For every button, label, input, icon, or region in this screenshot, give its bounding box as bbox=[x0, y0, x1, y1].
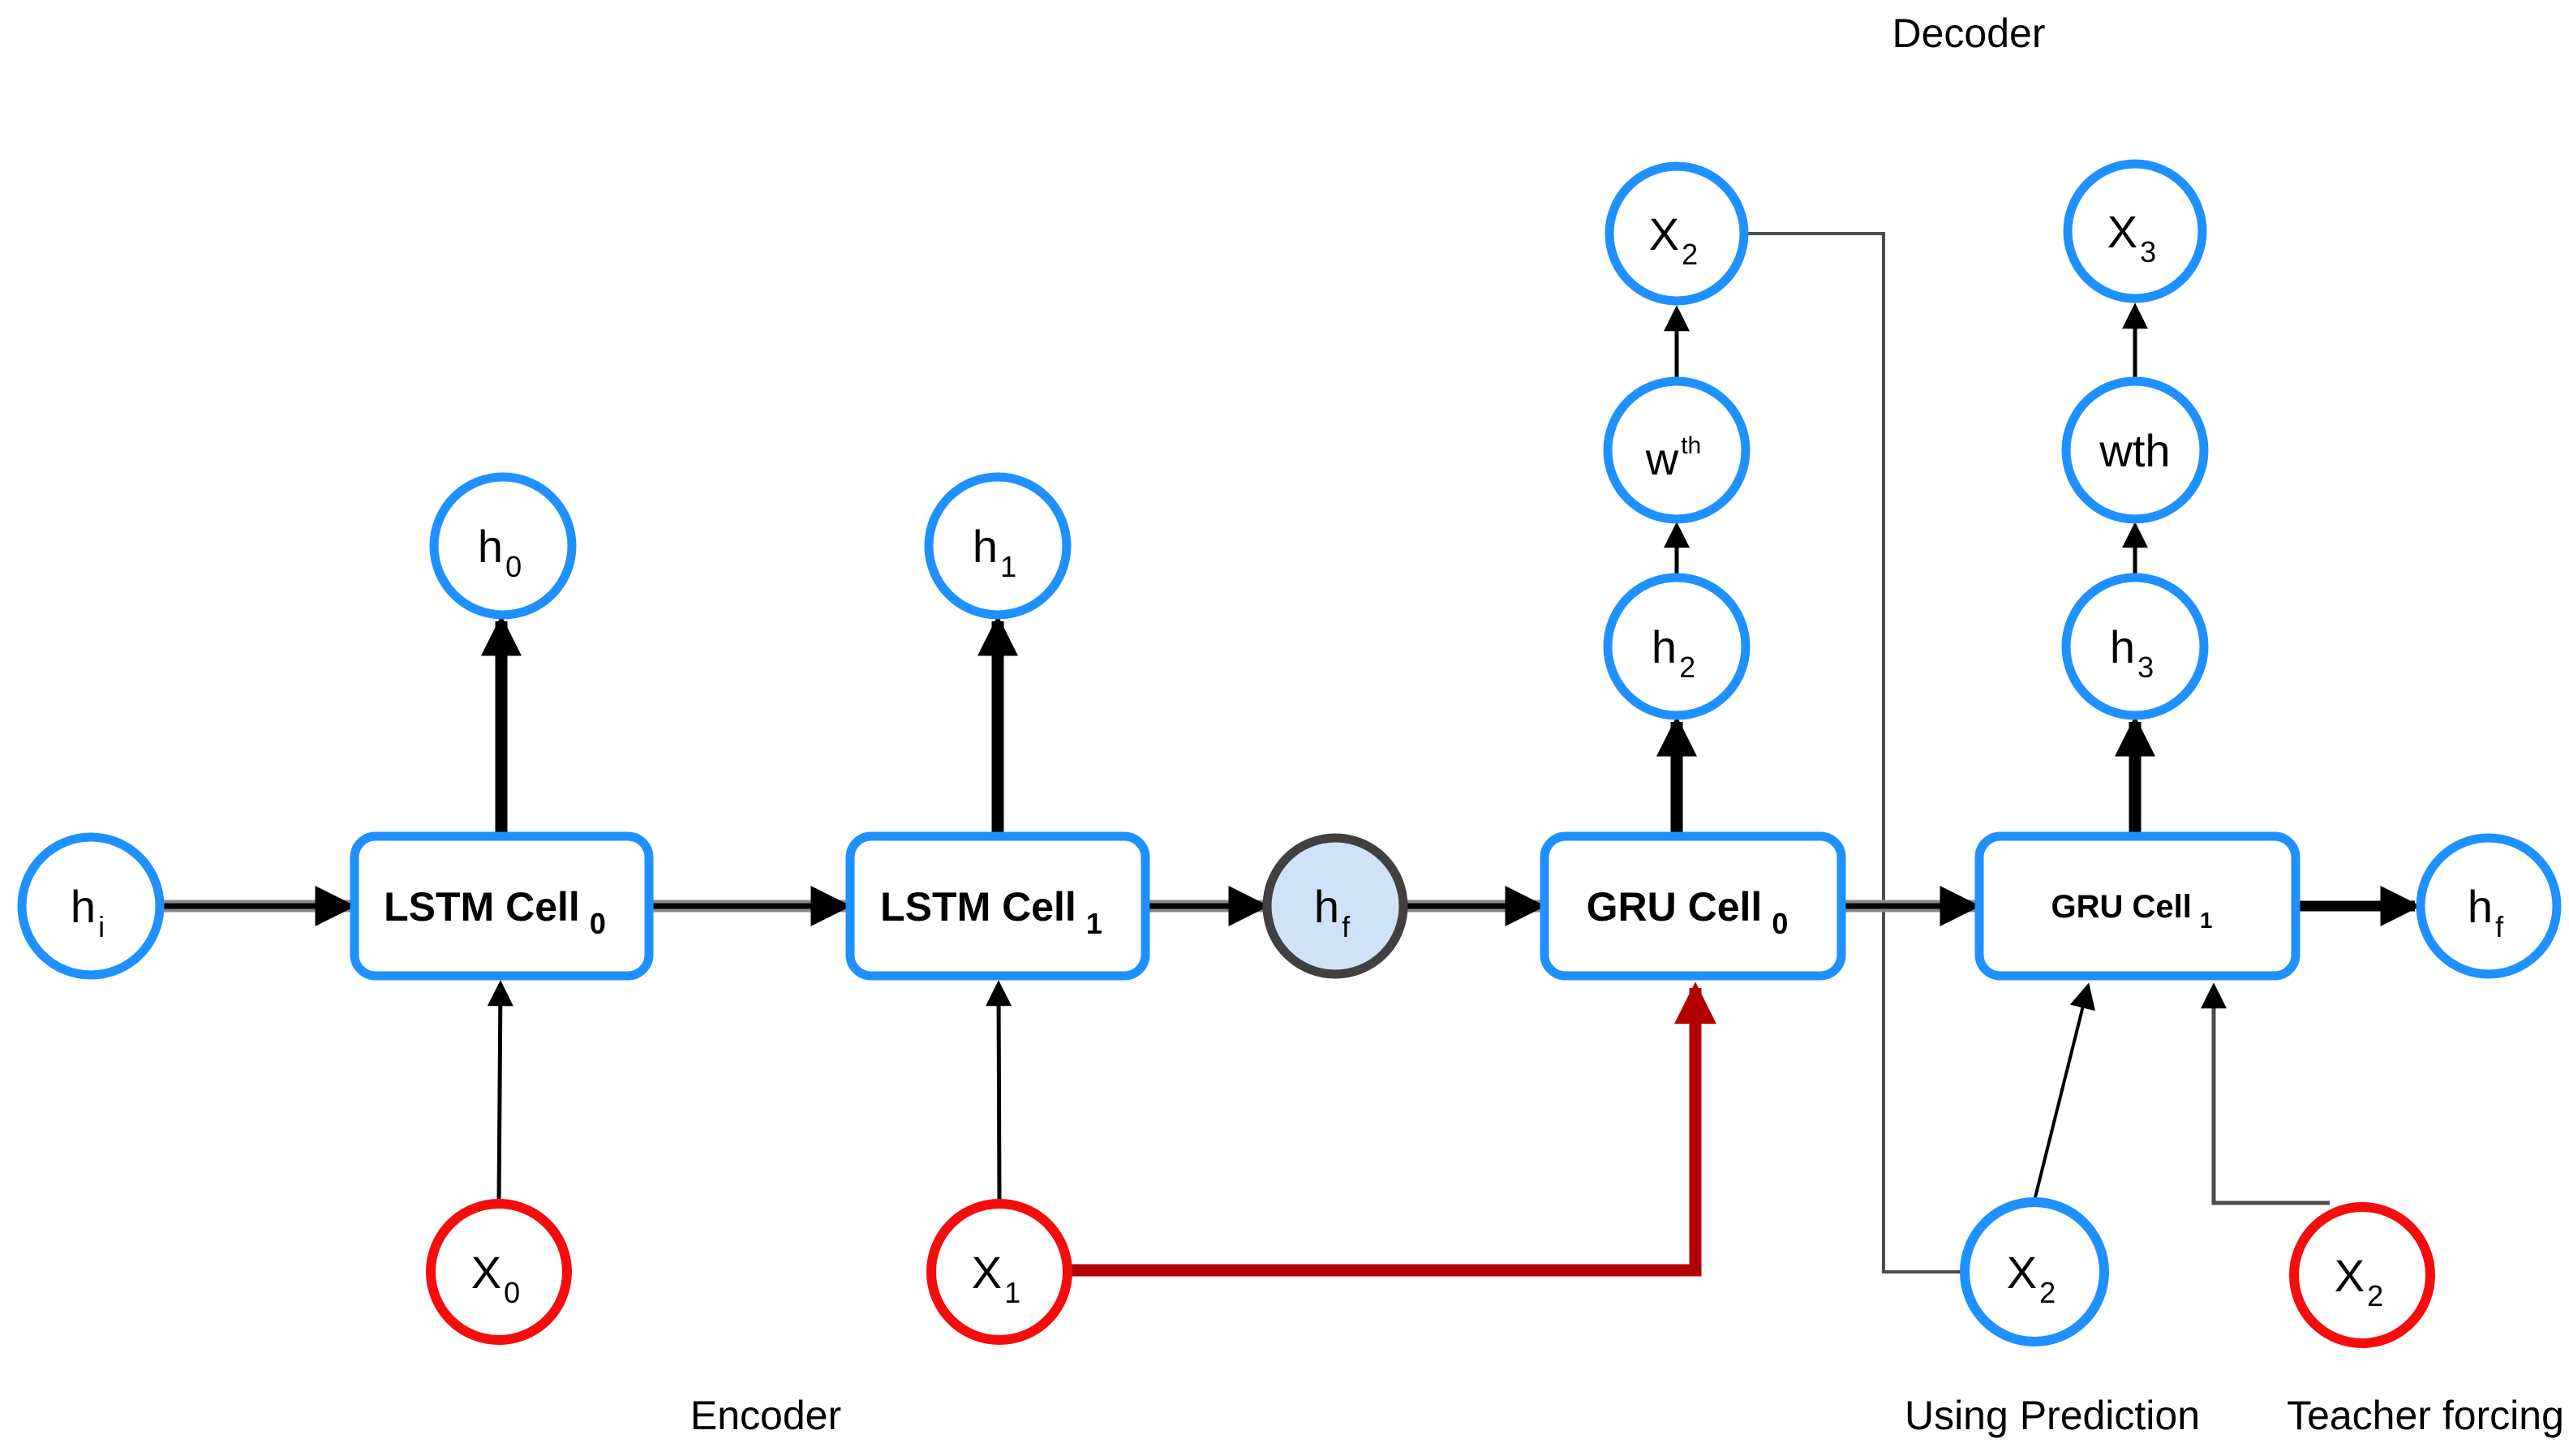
circle-nodes bbox=[17, 159, 2562, 1348]
label-wth: wth bbox=[2099, 425, 2170, 476]
edge-x2teacher-to-gru1 bbox=[2201, 982, 2330, 1205]
captions: Decoder Encoder Using Prediction Teacher… bbox=[690, 11, 2564, 1438]
node-h-3 bbox=[2061, 573, 2209, 720]
node-x-2-teacher bbox=[2289, 1202, 2435, 1348]
label-h-f-out: hf bbox=[2468, 881, 2504, 943]
node-x-2-top bbox=[1605, 161, 1749, 306]
cell-boxes bbox=[350, 831, 2301, 981]
node-gru-cell-1 bbox=[1974, 831, 2301, 981]
label-h-1: h1 bbox=[973, 521, 1016, 583]
edge-x2top-to-x2prediction bbox=[1744, 232, 1960, 1273]
node-lstm-cell-0 bbox=[350, 831, 654, 981]
node-h-2 bbox=[1603, 573, 1751, 720]
node-h-f-out bbox=[2416, 833, 2562, 979]
label-using-prediction: Using Prediction bbox=[1905, 1393, 2200, 1438]
label-x-2-teacher: X2 bbox=[2335, 1250, 2383, 1312]
node-wth bbox=[2061, 376, 2209, 524]
edge-x2prediction-to-gru1 bbox=[2033, 982, 2095, 1201]
node-h-0 bbox=[429, 472, 577, 620]
label-decoder: Decoder bbox=[1892, 11, 2046, 56]
label-teacher-forcing: Teacher forcing bbox=[2287, 1393, 2564, 1438]
label-x-0: X0 bbox=[471, 1247, 520, 1309]
node-x-2-prediction bbox=[1960, 1197, 2109, 1346]
node-gru-cell-0 bbox=[1540, 831, 1846, 981]
node-w-th bbox=[1603, 376, 1751, 524]
label-x-2-top: X2 bbox=[1649, 208, 1698, 271]
node-h-1 bbox=[924, 472, 1072, 620]
label-h-0: h0 bbox=[478, 521, 522, 583]
label-x-3: X3 bbox=[2107, 206, 2156, 268]
label-x-2-prediction: X2 bbox=[2007, 1247, 2056, 1309]
edges bbox=[161, 232, 2421, 1277]
label-h-f-mid: hf bbox=[1314, 881, 1351, 943]
node-x-1 bbox=[926, 1199, 1072, 1345]
label-h-2: h2 bbox=[1652, 621, 1695, 684]
node-h-f-mid bbox=[1262, 833, 1408, 979]
edge-x0-to-lstm0 bbox=[487, 980, 513, 1203]
node-lstm-cell-1 bbox=[845, 831, 1150, 981]
node-x-3 bbox=[2063, 159, 2207, 303]
edge-x1-to-gru0-red bbox=[1070, 981, 1716, 1277]
node-x-0 bbox=[426, 1199, 572, 1345]
label-h-i: hi bbox=[71, 881, 105, 943]
node-h-i bbox=[17, 832, 165, 980]
label-x-1: X1 bbox=[972, 1247, 1020, 1309]
label-h-3: h3 bbox=[2110, 621, 2154, 684]
label-encoder: Encoder bbox=[690, 1393, 841, 1438]
